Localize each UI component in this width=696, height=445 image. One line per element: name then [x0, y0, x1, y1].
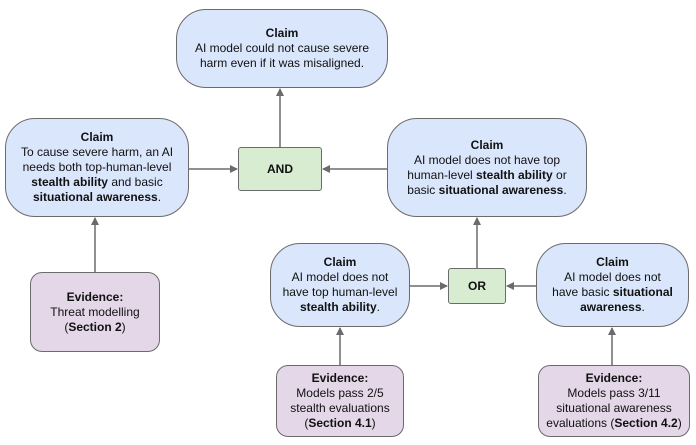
- claim-right-line-2-post: or: [552, 167, 567, 182]
- claim-awareness-line-2-pre: have basic: [552, 285, 613, 299]
- evidence-stealth-section-bold: Section 4.1: [308, 416, 372, 430]
- claim-awareness-line-1: AI model does not: [564, 270, 661, 284]
- claim-left-title: Claim: [80, 130, 114, 144]
- claim-awareness-situational-bold: situational: [612, 285, 673, 299]
- claim-stealth-line-1: AI model does not: [291, 270, 389, 284]
- claim-awareness-node: Claim AI model does not have basic situa…: [536, 243, 689, 327]
- evidence-stealth-title: Evidence:: [311, 371, 369, 385]
- evidence-stealth-node: Evidence: Models pass 2/5 stealth evalua…: [276, 365, 404, 437]
- evidence-awareness-line-1: Models pass 3/11: [567, 386, 661, 400]
- claim-right-title: Claim: [470, 137, 504, 152]
- claim-top-line-1: AI model could not cause severe: [194, 41, 370, 55]
- claim-stealth-title: Claim: [323, 255, 357, 269]
- claim-top-line-2: harm even if it was misaligned.: [199, 56, 365, 70]
- evidence-left-section-bold: Section 2: [68, 319, 122, 334]
- claim-awareness-line-3-post: .: [641, 300, 645, 314]
- claim-left-line-4-rest: .: [157, 190, 162, 204]
- evidence-awareness-line-2: situational awareness: [556, 401, 672, 415]
- evidence-left-line-1: Threat modelling: [50, 304, 140, 319]
- claim-right-line-2: human-level stealth ability or: [407, 168, 566, 183]
- claim-left-line-4: situational awareness.: [33, 190, 161, 205]
- evidence-awareness-title: Evidence:: [585, 371, 643, 385]
- claim-right-line-3-pre: basic: [407, 182, 439, 197]
- or-gate: OR: [448, 268, 506, 304]
- claim-awareness-line-3: awareness.: [580, 300, 645, 315]
- claim-left-line-2: needs both top-human-level: [22, 160, 172, 174]
- evidence-awareness-line-3-post: ): [677, 416, 682, 430]
- claim-right-line-2-pre: human-level: [407, 167, 476, 182]
- claim-left-node: Claim To cause severe harm, an AI needs …: [5, 118, 189, 217]
- claim-awareness-awareness-bold: awareness: [580, 300, 642, 314]
- evidence-stealth-line-3-pre: (: [304, 416, 309, 430]
- or-gate-label: OR: [468, 278, 486, 293]
- claim-stealth-bold: stealth ability: [299, 300, 377, 314]
- evidence-stealth-line-3-post: ): [371, 416, 376, 430]
- evidence-awareness-node: Evidence: Models pass 3/11 situational a…: [538, 365, 690, 437]
- evidence-stealth-line-2: stealth evaluations: [290, 401, 390, 415]
- and-gate: AND: [238, 147, 322, 191]
- evidence-left-line-2-post: ): [121, 319, 126, 334]
- claim-awareness-title: Claim: [596, 255, 629, 269]
- claim-awareness-line-2: have basic situational: [552, 285, 673, 300]
- claim-left-line-3: stealth ability and basic: [31, 175, 162, 190]
- claim-top-title: Claim: [265, 26, 299, 40]
- claim-stealth-line-2: have top human-level: [282, 285, 398, 299]
- claim-left-line-3-rest: and basic: [107, 175, 163, 189]
- claim-right-node: Claim AI model does not have top human-l…: [387, 118, 587, 217]
- claim-left-line-1: To cause severe harm, an AI: [20, 145, 174, 159]
- evidence-left-line-2-pre: (: [64, 319, 69, 334]
- claim-left-stealth-bold: stealth ability: [31, 175, 108, 189]
- claim-right-awareness-bold: situational awareness: [438, 182, 564, 197]
- evidence-awareness-section-bold: Section 4.2: [614, 416, 678, 430]
- claim-right-line-3-post: .: [563, 182, 567, 197]
- claim-right-stealth-bold: stealth ability: [476, 167, 553, 182]
- evidence-stealth-line-1: Models pass 2/5: [296, 386, 384, 400]
- claim-stealth-line-3: stealth ability.: [300, 300, 380, 315]
- claim-left-awareness-bold: situational awareness: [32, 190, 158, 204]
- and-gate-label: AND: [267, 161, 293, 176]
- claim-stealth-node: Claim AI model does not have top human-l…: [270, 243, 410, 327]
- evidence-left-line-2: (Section 2): [64, 320, 125, 335]
- evidence-awareness-line-3: evaluations (Section 4.2): [546, 416, 681, 431]
- evidence-awareness-line-3-pre: evaluations (: [546, 416, 615, 430]
- claim-right-line-3: basic situational awareness.: [407, 183, 566, 198]
- evidence-stealth-line-3: (Section 4.1): [304, 416, 375, 431]
- claim-right-line-1: AI model does not have top: [413, 152, 561, 167]
- evidence-left-title: Evidence:: [66, 289, 124, 304]
- claim-top-node: Claim AI model could not cause severe ha…: [176, 9, 388, 88]
- claim-stealth-line-3-post: .: [376, 300, 381, 314]
- evidence-left-node: Evidence: Threat modelling (Section 2): [30, 272, 160, 352]
